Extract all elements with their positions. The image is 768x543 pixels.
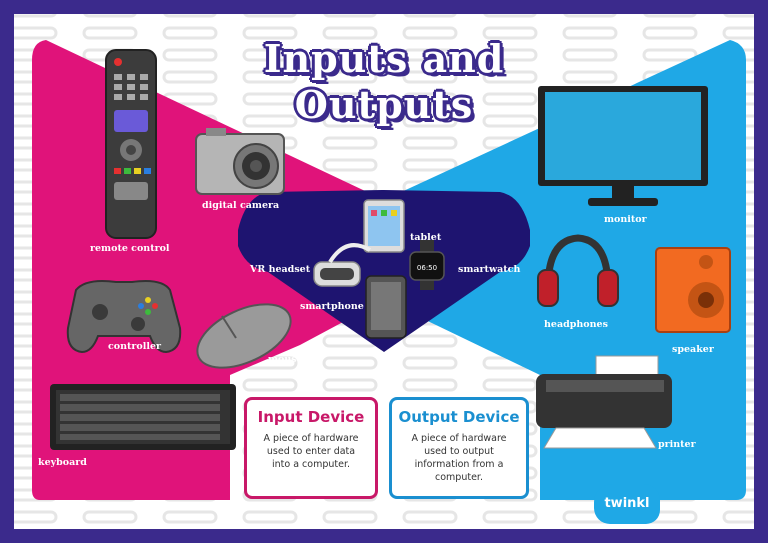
output-card-heading: Output Device — [398, 408, 520, 426]
smartphone-icon — [365, 275, 407, 339]
page-title-line2: Outputs — [294, 82, 474, 127]
output-card-line4: computer. — [435, 472, 483, 483]
label-vr-headset: VR headset — [250, 264, 311, 275]
input-card-line3: into a computer. — [271, 459, 351, 470]
label-headphones: headphones — [544, 319, 608, 330]
label-digital-camera: digital camera — [202, 200, 280, 211]
input-card-line1: A piece of hardware — [263, 433, 359, 444]
vr-headset-icon — [313, 243, 372, 287]
monitor-icon — [538, 86, 708, 206]
tablet-icon — [363, 199, 405, 253]
label-smartphone: smartphone — [300, 301, 364, 312]
smartwatch-icon — [409, 240, 445, 290]
output-card-description: A piece of hardware used to output infor… — [400, 432, 518, 484]
input-device-card: Input Device A piece of hardware used to… — [244, 397, 378, 499]
printer-icon — [536, 355, 672, 449]
label-mouse: mouse — [268, 354, 303, 365]
label-monitor: monitor — [604, 214, 647, 225]
label-tablet: tablet — [410, 232, 442, 243]
controller-icon — [66, 280, 182, 354]
output-device-card: Output Device A piece of hardware used t… — [389, 397, 529, 499]
label-printer: printer — [658, 439, 696, 450]
label-speaker: speaker — [672, 344, 714, 355]
label-smartwatch: smartwatch — [458, 264, 521, 275]
output-card-line1: A piece of hardware — [411, 433, 507, 444]
label-keyboard: keyboard — [38, 457, 87, 468]
input-card-description: A piece of hardware used to enter data i… — [255, 432, 367, 471]
both-region — [238, 190, 530, 352]
twinkl-logo: twinkl — [594, 484, 660, 524]
input-card-heading: Input Device — [257, 408, 365, 426]
output-card-line3: information from a — [414, 459, 504, 470]
headphones-icon — [537, 234, 619, 307]
label-controller: controller — [108, 341, 162, 352]
input-card-line2: used to enter data — [266, 446, 356, 457]
remote-control-icon — [105, 49, 157, 239]
digital-camera-icon — [195, 128, 285, 195]
page-title-line1: Inputs and — [263, 36, 505, 81]
keyboard-icon — [50, 384, 236, 450]
output-card-line2: used to output — [424, 446, 494, 457]
label-remote-control: remote control — [90, 243, 170, 254]
watch-time: 06:50 — [417, 264, 437, 272]
mouse-icon — [196, 303, 292, 369]
speaker-icon — [655, 247, 731, 333]
